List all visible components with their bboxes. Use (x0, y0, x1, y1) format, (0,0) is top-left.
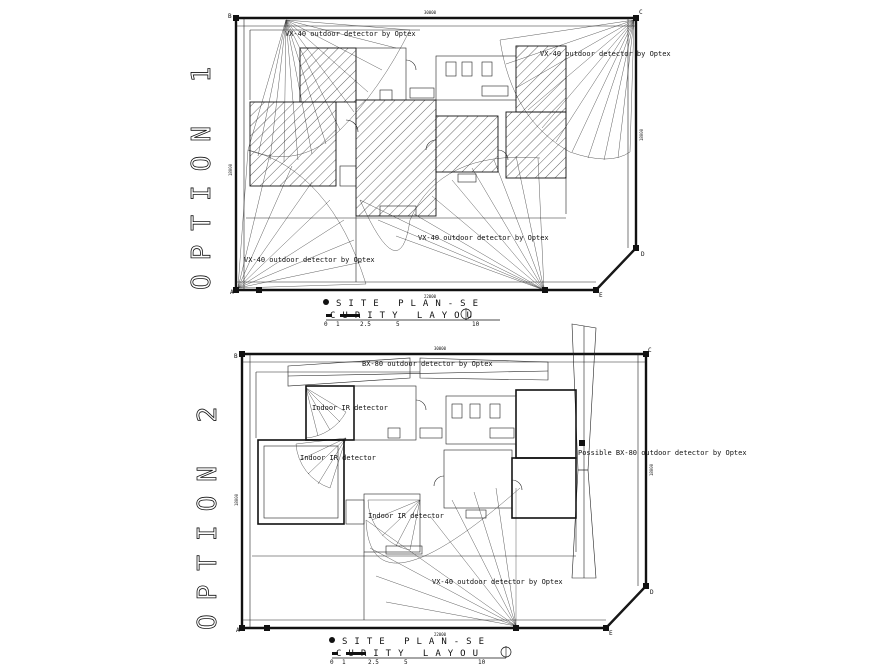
corner-label-b: B (234, 353, 238, 360)
room-east (505, 111, 567, 179)
corner-label-a: A (230, 289, 234, 296)
top-dimension: 30000 (424, 10, 437, 15)
option-label-2: OPTION 2 (193, 393, 223, 630)
room-baths (435, 55, 517, 101)
indoor-fan-3 (367, 499, 421, 551)
room-west (249, 101, 337, 187)
title-line-2: CURITY LAYOU (330, 311, 479, 321)
corner-label-b: B (228, 13, 232, 20)
bottom-dimension: 22000 (434, 632, 447, 637)
title-block-option-2: SITE PLAN-SE CURITY LAYOU 0 1 2.5 5 10 (329, 637, 512, 666)
bottom-dimension: 22000 (424, 294, 437, 299)
detector-labels-option-1: VX-40 outdoor detector by Optex VX-40 ou… (244, 30, 671, 264)
detector-label: Indoor IR detector (368, 512, 444, 520)
detector-label: Indoor IR detector (300, 454, 376, 462)
corner-label-d: D (641, 251, 645, 258)
corner-markers-option-2: B C D E A (234, 347, 654, 637)
scale-tick: 1 (336, 321, 340, 328)
plan-option-2: 30000 22000 18000 18000 B C D E A BX-80 … (193, 323, 747, 666)
option-2-title: OPTION 2 (193, 392, 224, 630)
detector-labels-option-2: BX-80 outdoor detector by Optex Indoor I… (300, 360, 747, 586)
detector-label: BX-80 outdoor detector by Optex (362, 360, 493, 368)
option-label-1: OPTION 1 (187, 53, 217, 290)
house-option-2 (252, 371, 577, 620)
room-kitchen (355, 47, 407, 101)
scale-tick: 10 (472, 321, 480, 328)
room-living (355, 99, 437, 217)
scale-tick: 5 (404, 659, 408, 666)
detector-label: VX-40 outdoor detector by Optex (285, 30, 416, 38)
detector-label: VX-40 outdoor detector by Optex (418, 234, 549, 242)
title-line-1: SITE PLAN-SE (342, 637, 491, 647)
detector-label: VX-40 outdoor detector by Optex (432, 578, 563, 586)
top-dimension: 30000 (434, 346, 447, 351)
corner-label-c: C (648, 347, 652, 354)
house-option-1 (246, 29, 567, 282)
option-1-title: OPTION 1 (187, 52, 218, 290)
detector-label: Indoor IR detector (312, 404, 388, 412)
left-dimension: 18000 (228, 163, 233, 176)
scale-tick: 2.5 (360, 321, 371, 328)
detector-label: Possible BX-80 outdoor detector by Optex (578, 449, 747, 457)
detector-label: VX-40 outdoor detector by Optex (540, 50, 671, 58)
left-dimension: 18000 (234, 493, 239, 506)
scale-tick: 1 (342, 659, 346, 666)
plan-option-1: 30000 22000 18000 18000 B C D E A VX-40 … (187, 9, 671, 328)
right-dimension: 18000 (649, 463, 654, 476)
scale-tick: 10 (478, 659, 486, 666)
title-block-option-1: SITE PLAN-SE CURITY LAYOU 0 1 2.5 5 10 (323, 299, 500, 328)
right-dimension: 18000 (639, 128, 644, 141)
scale-tick: 5 (396, 321, 400, 328)
scale-tick: 2.5 (368, 659, 379, 666)
scale-tick: 0 (324, 321, 328, 328)
room-north-west (299, 47, 357, 103)
room-center-east (435, 115, 499, 173)
detector-fan-bottom (365, 487, 521, 627)
detector-label: VX-40 outdoor detector by Optex (244, 256, 375, 264)
detector-fan-bottom-center (359, 155, 545, 291)
corner-label-c: C (639, 9, 643, 16)
scale-tick: 0 (330, 659, 334, 666)
title-line-1: SITE PLAN-SE (336, 299, 485, 309)
corner-label-e: E (599, 292, 603, 299)
indoor-fan-2 (295, 437, 347, 489)
corner-label-e: E (609, 630, 613, 637)
corner-markers-option-1: B C D E A (228, 9, 645, 299)
title-line-2: CURITY LAYOU (336, 649, 485, 659)
corner-label-a: A (236, 627, 240, 634)
corner-label-d: D (650, 589, 654, 596)
bx80-beam-top (287, 357, 549, 387)
indoor-fan-1 (305, 387, 347, 439)
